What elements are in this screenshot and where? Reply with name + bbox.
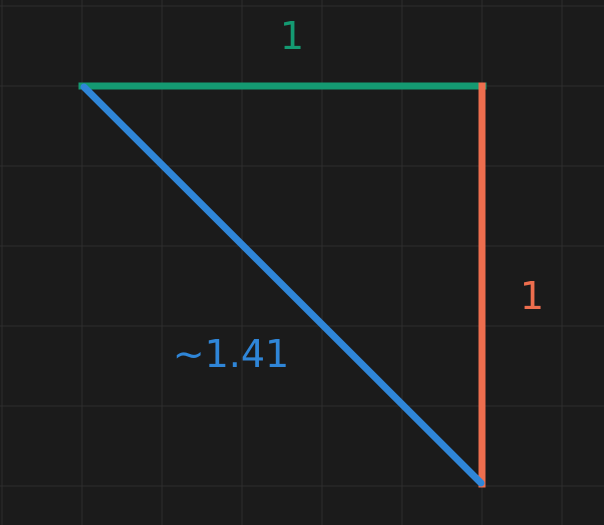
hypotenuse-edge-label: ~1.41 [173, 332, 289, 376]
top-edge-label: 1 [280, 14, 304, 58]
hypotenuse-edge [80, 83, 485, 487]
right-edge-label: 1 [520, 274, 544, 318]
